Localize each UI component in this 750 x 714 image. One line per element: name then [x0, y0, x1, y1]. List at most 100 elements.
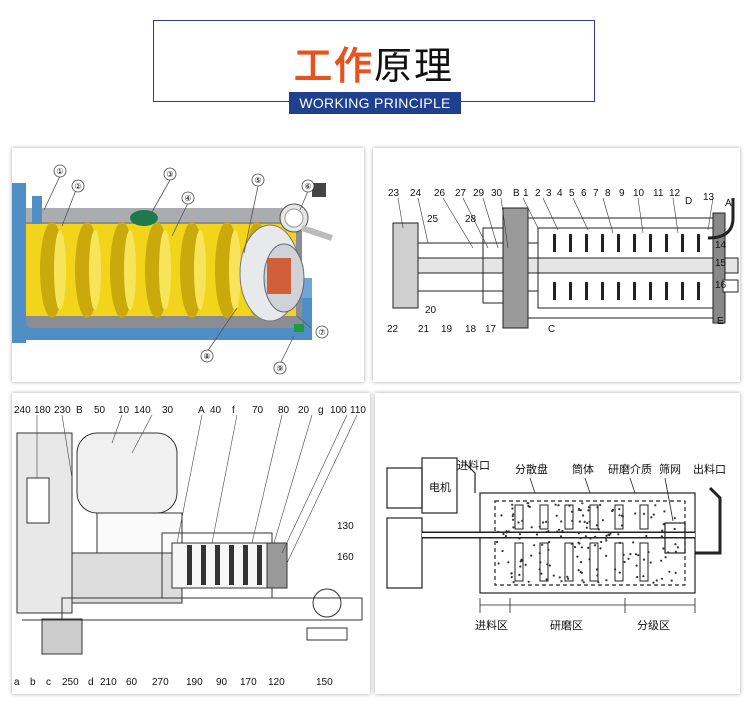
grinding-media-bead: [578, 508, 581, 511]
grinding-media-bead: [555, 514, 558, 517]
part-label: 270: [152, 677, 169, 688]
part-label: 20: [298, 405, 310, 416]
grinding-media-bead: [609, 532, 612, 535]
grinding-media-bead: [582, 581, 585, 584]
disc-slot: [665, 234, 668, 252]
grinding-media-bead: [580, 546, 583, 549]
grinding-media-bead: [605, 539, 608, 542]
grinding-media-bead: [632, 541, 635, 544]
feed-inlet-label: 进料口: [457, 458, 490, 472]
grinding-media-bead: [497, 530, 500, 533]
disc-slot: [514, 504, 524, 530]
grinding-media-bead: [634, 512, 637, 515]
disc-slot: [585, 234, 588, 252]
disc-slot: [569, 234, 572, 252]
grinding-media-bead: [581, 502, 584, 505]
grinding-media-bead: [527, 504, 530, 508]
grinding-media-bead: [579, 561, 583, 564]
grinding-media-bead: [605, 534, 608, 537]
callout-number: ⑨: [276, 364, 283, 373]
grinding-media-bead: [554, 503, 557, 506]
grinding-media-bead: [587, 506, 590, 509]
grinding-media-bead: [611, 509, 614, 513]
grinding-media-bead: [521, 519, 524, 522]
grinding-media-bead: [495, 540, 499, 544]
disc-slot: [681, 282, 684, 300]
grinding-media-bead: [614, 568, 617, 571]
part-label: 120: [268, 677, 285, 688]
grinding-media-bead: [538, 552, 541, 555]
grinding-media-bead: [587, 509, 590, 512]
part-label: 25: [427, 214, 439, 225]
part-label: 2: [535, 188, 541, 199]
grinding-media-bead: [617, 533, 620, 536]
grinding-media-bead: [649, 561, 652, 564]
page-subtitle: WORKING PRINCIPLE: [289, 92, 461, 114]
part-label: 1: [523, 188, 529, 199]
grinding-media-bead: [530, 526, 533, 529]
part-label: 8: [605, 188, 611, 199]
grinding-media-bead: [497, 562, 500, 565]
grinding-media-bead: [582, 514, 585, 517]
part-label: 30: [162, 405, 174, 416]
feed-zone-label: 进料区: [475, 618, 508, 632]
callout-number: ③: [166, 170, 173, 179]
grinding-media-bead: [597, 581, 600, 584]
part-label: B: [76, 405, 83, 416]
part-label: 14: [715, 240, 727, 251]
part-label: 230: [54, 405, 71, 416]
grinding-media-bead: [558, 576, 561, 579]
grinding-media-bead: [668, 570, 671, 573]
assembly-drawing-panel: 240 180 230 B 50 10 140 30 A 40 f 70 80 …: [12, 393, 370, 694]
disc-slot: [257, 545, 262, 585]
part-label: 90: [216, 677, 228, 688]
grinding-media-bead: [635, 564, 638, 567]
grinding-media-bead: [622, 553, 625, 556]
grinding-media-bead: [579, 537, 582, 540]
grinding-media-bead: [599, 503, 602, 506]
grinding-media-bead: [560, 520, 563, 523]
grinding-media-bead: [502, 533, 505, 536]
grinding-media-bead: [642, 575, 645, 578]
grinding-media-bead: [581, 579, 584, 582]
title-highlight: 工作: [293, 44, 374, 88]
part-label: 11: [653, 188, 664, 199]
grinding-media-bead: [519, 565, 522, 568]
section-drawing-panel: 23 24 26 27 29 30 B 1 2 3 4 5 6 7 8 9 10…: [373, 148, 740, 382]
grinding-media-bead: [577, 569, 580, 572]
grinding-media-bead: [662, 547, 665, 550]
grinding-media-bead: [512, 581, 515, 584]
grinding-media-bead: [507, 530, 510, 533]
part-label: 240: [14, 405, 31, 416]
grinding-media-bead: [547, 548, 550, 551]
grinding-media-bead: [557, 504, 560, 507]
part-label: 13: [703, 192, 715, 203]
grinding-media-bead: [517, 521, 520, 524]
part-label: f: [232, 405, 235, 416]
part-label: 4: [557, 188, 563, 199]
grinding-media-bead: [620, 524, 624, 527]
part-label: 180: [34, 405, 51, 416]
part-label: 190: [186, 677, 203, 688]
part-label: 18: [465, 324, 477, 335]
disc-slot: [564, 542, 574, 582]
part-label: 15: [715, 258, 727, 269]
page-title: 工作原理: [154, 35, 594, 90]
grinding-media-bead: [507, 561, 510, 564]
leader-lines: [36, 414, 358, 564]
disc-slot: [201, 545, 206, 585]
callout-number: ⑤: [254, 176, 261, 185]
grinding-media-bead: [660, 577, 664, 580]
part-label: 70: [252, 405, 264, 416]
grinding-media-bead: [618, 571, 621, 574]
grinding-media-bead: [673, 527, 676, 531]
grinding-media-bead: [501, 549, 504, 553]
disc-slot: [514, 542, 524, 582]
grinding-media-bead: [637, 554, 640, 557]
screen-label: 筛网: [659, 462, 681, 476]
part-label: g: [318, 405, 324, 416]
part-label: 80: [278, 405, 290, 416]
part-label: A: [198, 405, 205, 416]
grinding-media-bead: [538, 525, 541, 528]
